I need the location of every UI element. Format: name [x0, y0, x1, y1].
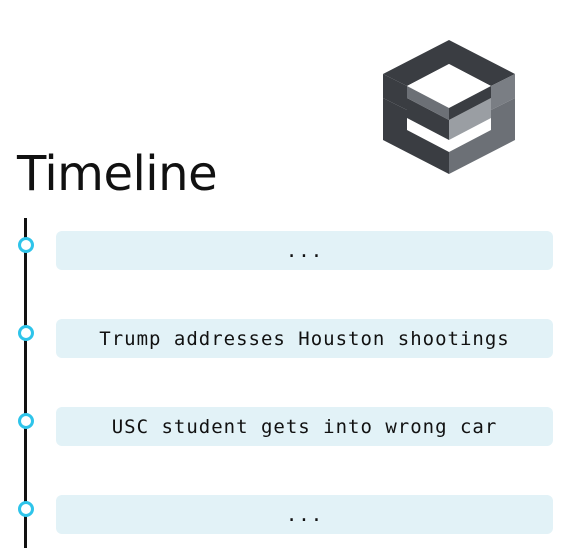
- cube-logo-icon: [383, 40, 515, 174]
- timeline-dot: [18, 413, 34, 429]
- timeline-line: [24, 218, 27, 548]
- timeline-event: USC student gets into wrong car: [56, 407, 553, 446]
- timeline-dot: [18, 325, 34, 341]
- timeline-dot: [18, 501, 34, 517]
- timeline-event: ...: [56, 231, 553, 270]
- timeline-event: ...: [56, 495, 553, 534]
- timeline-event: Trump addresses Houston shootings: [56, 319, 553, 358]
- timeline-dot: [18, 237, 34, 253]
- page-title: Timeline: [17, 146, 218, 202]
